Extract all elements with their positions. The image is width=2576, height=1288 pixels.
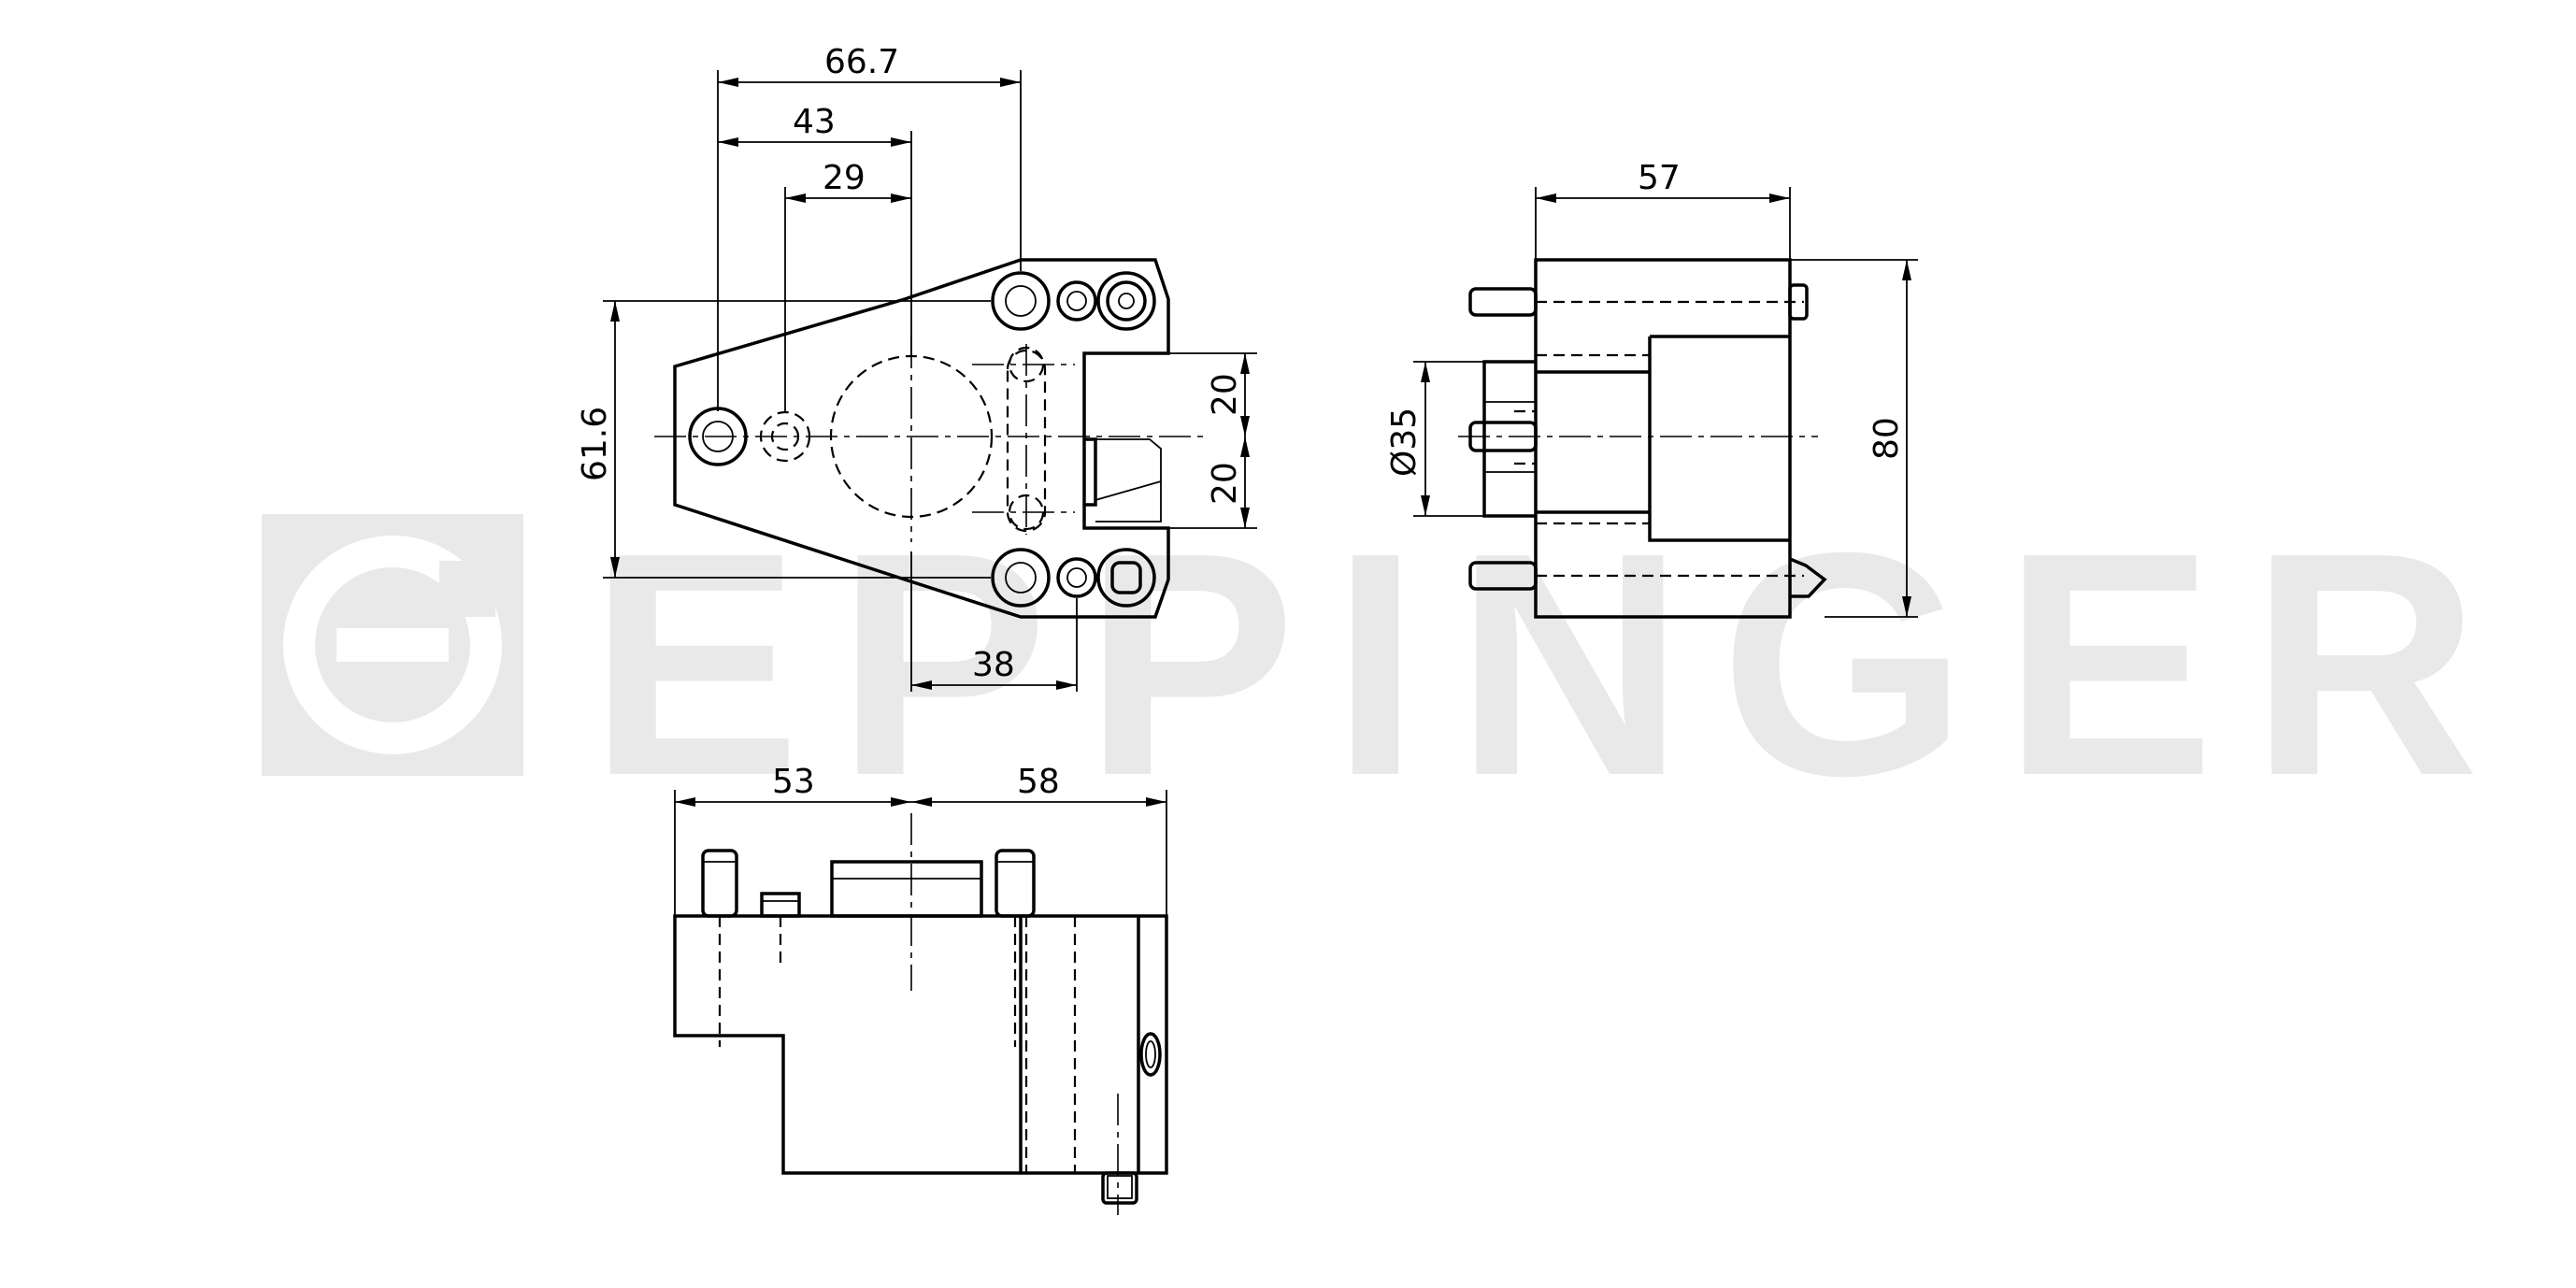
front-view-bolt-top-2 [1056, 280, 1097, 322]
side-view-shank [1482, 360, 1536, 518]
front-view-bolt-bottom-1 [991, 548, 1051, 608]
front-view-bolt-bottom-2 [1056, 557, 1097, 598]
front-view-bolt-bottom-3 [1096, 548, 1156, 608]
watermark: EPPINGER [262, 487, 2515, 842]
top-view-body [673, 914, 1168, 1175]
top-view-pin-small [760, 892, 801, 918]
dim-label-66-7: 66.7 [824, 43, 899, 81]
top-view: 53 58 [673, 763, 1168, 1215]
front-view-bolt-top-3 [1096, 271, 1156, 331]
dim-label-53: 53 [772, 763, 815, 801]
dim-label-43: 43 [793, 103, 836, 141]
top-view-screw-bottom [1101, 1171, 1138, 1205]
top-view-boss [830, 860, 983, 918]
watermark-logo-icon [283, 536, 502, 754]
dim-label-38: 38 [972, 646, 1015, 684]
top-view-screw-side [1139, 1032, 1162, 1077]
watermark-brand-text: EPPINGER [589, 487, 2515, 842]
dim-label-diameter-35: Ø35 [1385, 408, 1424, 477]
dim-label-29: 29 [823, 159, 866, 197]
dim-label-57: 57 [1638, 159, 1681, 197]
side-view: 57 Ø35 80 [1385, 159, 1918, 619]
front-view-tongue [1084, 437, 1097, 507]
top-view-pin-right [995, 849, 1036, 918]
dim-label-61-6: 61.6 [576, 407, 614, 481]
dim-label-20-upper: 20 [1206, 373, 1244, 416]
dim-label-58: 58 [1017, 763, 1060, 801]
front-view: 66.7 43 29 61.6 20 20 38 [576, 43, 1257, 692]
side-view-pin-top [1468, 287, 1538, 317]
top-view-pin-left [701, 849, 738, 918]
dim-label-80: 80 [1868, 417, 1906, 460]
front-view-bolt-top-1 [991, 271, 1051, 331]
dim-label-20-lower: 20 [1206, 462, 1244, 505]
